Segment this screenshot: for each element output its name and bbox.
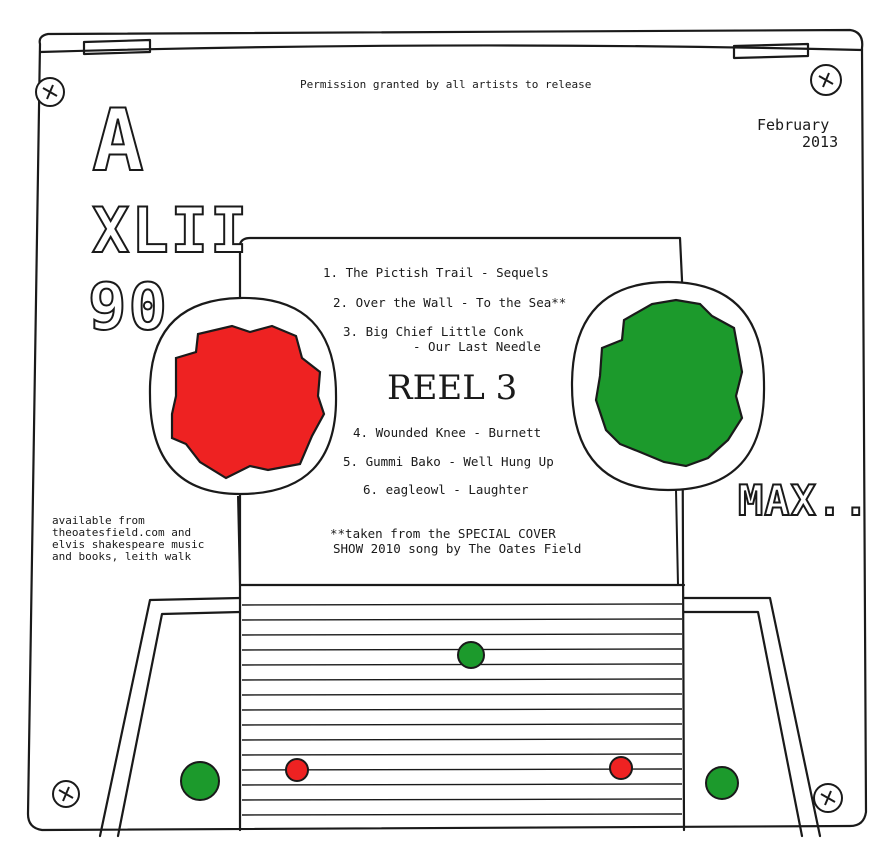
availability-line-1: available from	[52, 514, 145, 527]
availability-line-4: and books, leith walk	[52, 550, 192, 563]
brand-tag: MAX..	[737, 475, 870, 526]
track-2: 2. Over the Wall - To the Sea**	[333, 295, 567, 310]
permission-note: Permission granted by all artists to rel…	[300, 78, 592, 91]
reel-title: REEL 3	[387, 368, 518, 408]
track-5: 5. Gummi Bako - Well Hung Up	[343, 454, 554, 469]
release-year: 2013	[802, 133, 839, 151]
tape-lines	[241, 603, 683, 816]
left-red-dot	[285, 758, 309, 782]
track-1: 1. The Pictish Trail - Sequels	[323, 265, 549, 280]
availability-line-3: elvis shakespeare music	[52, 538, 205, 551]
screw-bottom-left	[52, 780, 80, 808]
brand-length: 90	[87, 271, 170, 345]
brand-model: XLII	[91, 194, 250, 267]
track-3-continued: - Our Last Needle	[413, 339, 541, 354]
track-4: 4. Wounded Knee - Burnett	[353, 425, 542, 440]
screw-top-left	[35, 77, 65, 107]
left-bottom-dot	[180, 761, 220, 801]
track-3: 3. Big Chief Little Conk	[343, 324, 524, 339]
cassette-outline	[26, 28, 868, 832]
right-reel	[570, 280, 766, 492]
screw-bottom-right	[813, 783, 843, 813]
top-center-dot	[457, 641, 485, 669]
availability-line-2: theoatesfield.com and	[52, 526, 192, 539]
left-reel	[148, 296, 338, 496]
footnote-line-2: SHOW 2010 song by The Oates Field	[333, 541, 582, 556]
footnote-line-1: **taken from the SPECIAL COVER	[330, 526, 556, 541]
right-bottom-dot	[705, 766, 739, 800]
right-red-dot	[609, 756, 633, 780]
release-month: February	[757, 116, 830, 134]
track-6: 6. eagleowl - Laughter	[363, 482, 529, 497]
screw-top-right	[810, 64, 842, 96]
brand-letter: A	[91, 91, 146, 191]
